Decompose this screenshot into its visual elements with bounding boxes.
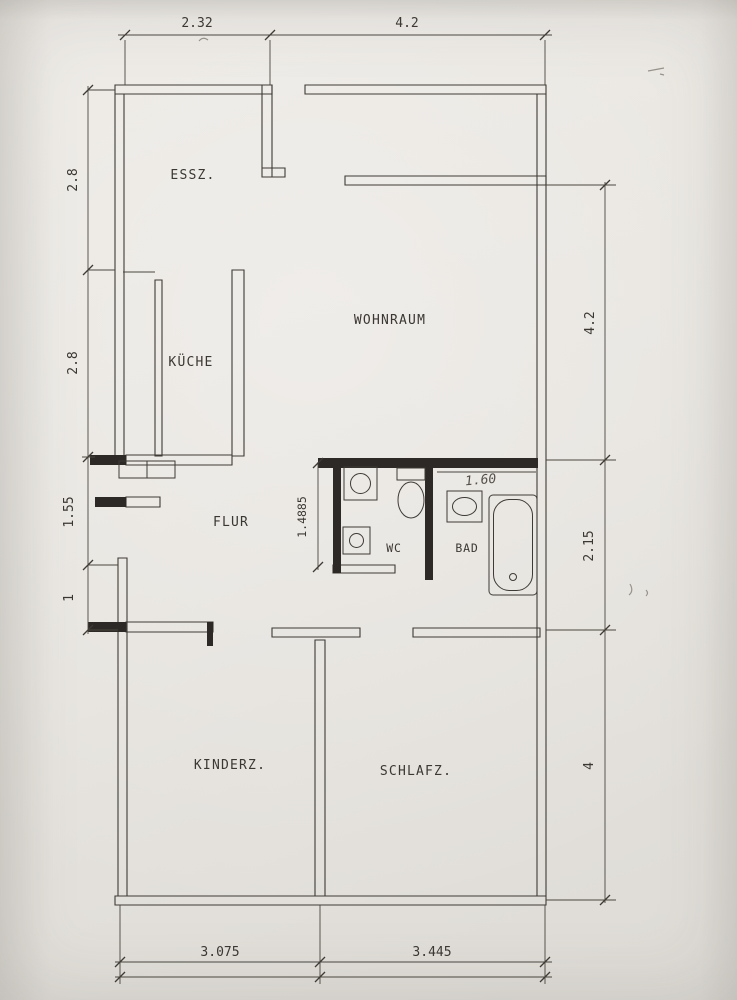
dimension-wc: 1.4885 bbox=[295, 457, 324, 573]
outer-walls bbox=[114, 84, 547, 906]
bathtub bbox=[488, 494, 538, 596]
solid-wall-sections bbox=[88, 455, 538, 646]
room-label-kueche: KÜCHE bbox=[168, 353, 213, 370]
dimension-left: 2.8 2.8 1.55 1 bbox=[62, 84, 118, 636]
dim-label-wc-width: 1.4885 bbox=[295, 496, 309, 538]
dim-label-right-bad: 2.15 bbox=[582, 530, 597, 561]
room-labels: ESSZ. KÜCHE WOHNRAUM FLUR WC BAD KINDERZ… bbox=[168, 168, 478, 779]
dim-label-top-right: 4.2 bbox=[395, 16, 418, 31]
pen-mark-right bbox=[628, 583, 649, 597]
kitchen-unit bbox=[118, 460, 176, 479]
dim-bottom-extensions bbox=[119, 905, 546, 984]
room-label-flur: FLUR bbox=[213, 515, 249, 530]
washing-machine bbox=[343, 466, 378, 501]
dim-label-right-schlafz: 4 bbox=[582, 762, 597, 770]
dim-label-left-kueche: 2.8 bbox=[66, 351, 81, 374]
dim-top-ticks bbox=[119, 29, 551, 41]
bathroom-fixtures bbox=[118, 460, 538, 596]
dim-left-extensions bbox=[82, 89, 118, 631]
dim-bottom-lines bbox=[115, 961, 552, 978]
room-label-essz: ESSZ. bbox=[170, 168, 215, 183]
dim-label-top-left: 2.32 bbox=[181, 16, 212, 31]
room-label-wohnraum: WOHNRAUM bbox=[354, 313, 426, 328]
room-label-kinderz: KINDERZ. bbox=[194, 758, 266, 773]
room-label-schlafz: SCHLAFZ. bbox=[380, 764, 452, 779]
dim-right-extensions bbox=[546, 184, 616, 901]
dim-bottom-ticks bbox=[114, 956, 551, 983]
dim-label-right-wohnraum: 4.2 bbox=[583, 311, 598, 334]
bathroom-sink bbox=[446, 490, 483, 523]
dimension-top: 2.32 4.2 bbox=[118, 16, 552, 85]
pen-marks bbox=[198, 37, 665, 597]
dim-wc-ticks bbox=[312, 457, 324, 573]
walls bbox=[88, 84, 547, 906]
dim-label-left-essz: 2.8 bbox=[66, 168, 81, 191]
wc-sink bbox=[342, 526, 371, 555]
dim-top-extensions bbox=[124, 40, 546, 85]
dimension-bottom: 3.075 3.445 bbox=[114, 905, 552, 984]
dim-label-left-lower: 1 bbox=[62, 594, 77, 602]
room-label-bad: BAD bbox=[455, 541, 478, 555]
room-label-wc: WC bbox=[386, 541, 401, 555]
pen-mark-top-left bbox=[198, 37, 209, 42]
toilet bbox=[396, 467, 426, 519]
dim-label-left-flur: 1.55 bbox=[62, 496, 77, 527]
dim-left-ticks bbox=[82, 84, 94, 636]
dim-label-bottom-left: 3.075 bbox=[200, 945, 239, 960]
dim-right-ticks bbox=[599, 179, 611, 906]
dim-label-bottom-right: 3.445 bbox=[412, 945, 451, 960]
handwritten-note: 1.60 bbox=[464, 472, 497, 490]
pen-mark-top-right bbox=[647, 67, 665, 76]
dimension-right: 4.2 2.15 4 bbox=[546, 179, 616, 906]
